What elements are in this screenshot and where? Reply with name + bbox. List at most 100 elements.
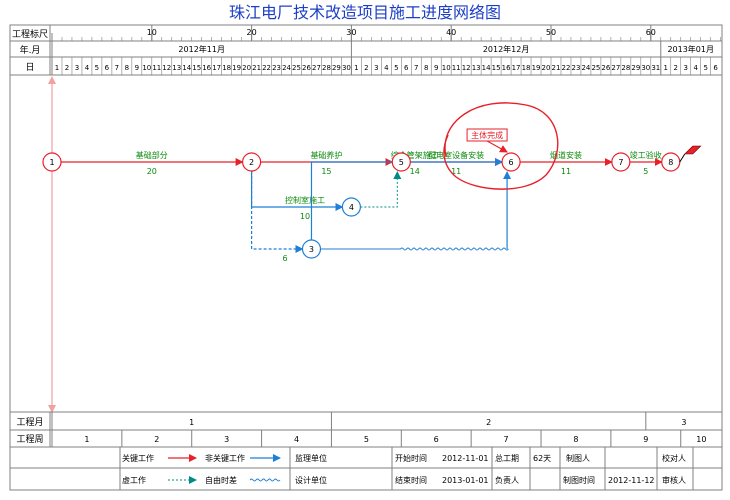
day-label: 9 <box>135 64 139 72</box>
project-month-value: 2 <box>486 418 491 427</box>
project-week-value: 5 <box>364 435 369 444</box>
legend-float-label: 自由时差 <box>205 475 237 485</box>
day-label: 2 <box>65 64 69 72</box>
day-label: 22 <box>562 64 571 72</box>
day-label: 26 <box>601 64 610 72</box>
day-label: 5 <box>703 64 707 72</box>
activity-arrow <box>251 171 304 253</box>
legend-end-label: 结束时间 <box>395 475 427 485</box>
day-label: 27 <box>312 64 321 72</box>
legend-reviewer-label: 审核人 <box>662 475 686 485</box>
day-label: 19 <box>232 64 241 72</box>
project-week-label: 工程周 <box>16 434 43 445</box>
chart-frame <box>9 24 723 491</box>
day-label: 25 <box>591 64 600 72</box>
day-label: 4 <box>693 64 698 72</box>
event-node-label: 5 <box>399 158 404 167</box>
project-week-value: 4 <box>294 435 299 444</box>
day-label: 28 <box>621 64 630 72</box>
legend-float-wave <box>249 478 281 482</box>
day-label: 21 <box>252 64 261 72</box>
event-node <box>42 152 62 172</box>
day-label: 30 <box>342 64 351 72</box>
month-row-label: 年.月 <box>20 44 41 56</box>
network-body: 基础部分20基础养护15配电室设备安装11烟道安装11竣工验收5控制室施工106… <box>42 76 702 413</box>
activity-duration: 6 <box>282 254 287 263</box>
time-axis-arrow-top <box>48 76 56 84</box>
annotation-text: 主体完成 <box>471 130 503 140</box>
day-label: 18 <box>222 64 231 72</box>
day-label: 11 <box>452 64 461 72</box>
page-title: 珠江电厂技术改造项目施工进度网络图 <box>229 3 501 22</box>
day-label: 20 <box>542 64 551 72</box>
project-week-value: 2 <box>154 435 159 444</box>
highlight-circle <box>443 102 559 190</box>
day-label: 25 <box>292 64 301 72</box>
event-node-label: 2 <box>249 158 254 167</box>
event-node-label: 4 <box>349 203 354 212</box>
day-label: 18 <box>522 64 531 72</box>
activity-arrow <box>310 158 504 258</box>
day-label: 3 <box>683 64 687 72</box>
time-axis-arrow-bottom <box>48 405 56 413</box>
activity-duration: 5 <box>643 167 648 176</box>
day-label: 30 <box>641 64 650 72</box>
legend-checker-label: 校对人 <box>662 453 686 463</box>
activity-name: 控制室施工 <box>285 195 325 205</box>
event-node <box>242 152 262 172</box>
day-label: 13 <box>172 64 181 72</box>
day-label: 22 <box>262 64 271 72</box>
day-label: 13 <box>472 64 481 72</box>
activity-duration: 11 <box>451 167 461 176</box>
project-month-value: 3 <box>681 418 686 427</box>
day-label: 6 <box>105 64 110 72</box>
day-label: 2 <box>674 64 678 72</box>
event-node <box>501 152 521 172</box>
activity-duration: 15 <box>321 167 331 176</box>
activity-name: 配电室设备安装 <box>428 150 484 160</box>
day-label: 21 <box>552 64 561 72</box>
day-label: 12 <box>462 64 471 72</box>
free-float-4-5 <box>360 171 402 208</box>
day-label: 16 <box>502 64 511 72</box>
event-node-label: 3 <box>309 245 314 254</box>
day-label: 1 <box>55 64 59 72</box>
legend-date-label: 制图时间 <box>563 475 595 485</box>
project-week-value: 8 <box>573 435 578 444</box>
legend-date-value: 2012-11-12 <box>608 476 655 485</box>
day-label: 10 <box>142 64 151 72</box>
scale-tick-label: 30 <box>346 28 356 37</box>
scale-tick-label: 10 <box>147 28 157 37</box>
activity-duration: 11 <box>561 167 571 176</box>
day-label: 24 <box>282 64 291 72</box>
activity-name: 综合管架施工 <box>391 150 439 160</box>
day-label: 12 <box>162 64 171 72</box>
project-week-value: 9 <box>643 435 648 444</box>
day-label: 26 <box>302 64 311 72</box>
legend-owner-label: 负责人 <box>495 475 519 485</box>
day-label: 6 <box>404 64 409 72</box>
legend-drawer-label: 制图人 <box>566 453 590 463</box>
activity-duration: 14 <box>410 167 420 176</box>
day-label: 31 <box>651 64 660 72</box>
day-label: 20 <box>242 64 251 72</box>
day-label: 24 <box>581 64 590 72</box>
day-label: 14 <box>482 64 491 72</box>
legend-total-value: 62天 <box>533 454 551 463</box>
event-node <box>611 152 631 172</box>
finish-flag-pole <box>679 153 686 163</box>
day-label: 2 <box>364 64 368 72</box>
day-label: 1 <box>354 64 358 72</box>
event-node-label: 8 <box>668 158 673 167</box>
finish-flag <box>684 145 702 155</box>
day-label: 28 <box>322 64 331 72</box>
event-node <box>391 152 411 172</box>
legend-designer-label: 设计单位 <box>295 475 327 485</box>
event-node-label: 1 <box>49 158 54 167</box>
day-label: 17 <box>512 64 521 72</box>
day-label: 23 <box>571 64 580 72</box>
legend-start-value: 2012-11-01 <box>442 454 489 463</box>
